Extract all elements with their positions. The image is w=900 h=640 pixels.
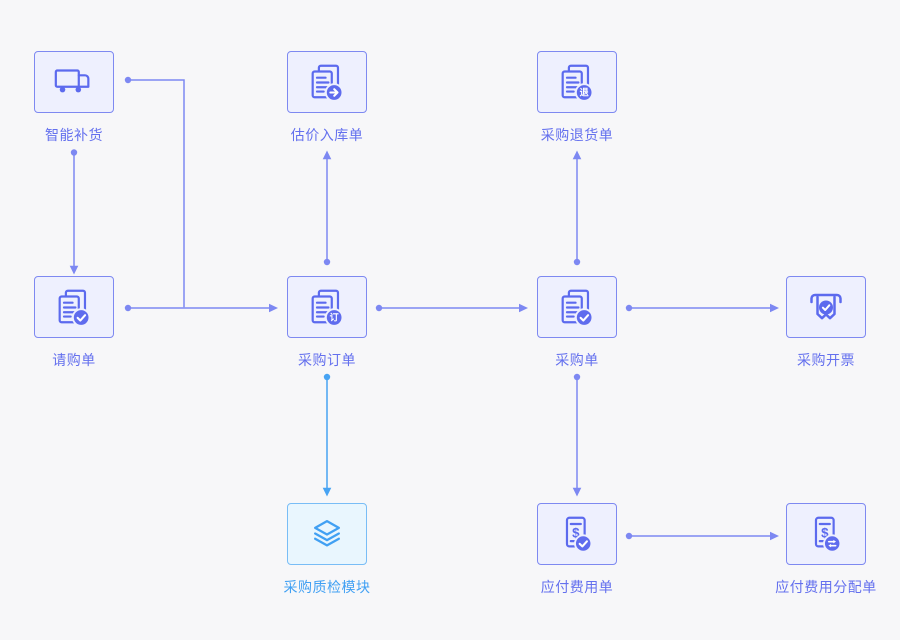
node-qc-module: 采购质检模块 <box>257 503 397 597</box>
payable-expense-card[interactable]: $ <box>537 503 617 565</box>
edge-purchase-to-payable-expense <box>572 373 582 497</box>
purchase-return-card[interactable]: 退 <box>537 51 617 113</box>
node-smart-replenishment: 智能补货 <box>4 51 144 145</box>
bill-check-icon: $ <box>565 516 593 553</box>
node-payable-expense: $ 应付费用单 <box>507 503 647 597</box>
purchase-invoicing-card[interactable] <box>786 276 866 338</box>
edge-purchase-order-to-purchase <box>375 303 528 313</box>
node-estimated-inbound: 估价入库单 <box>257 51 397 145</box>
edge-requisition-to-purchase-order <box>124 303 278 313</box>
node-payable-expense-allocation: $ 应付费用分配单 <box>756 503 896 597</box>
document-return-icon: 退 <box>561 64 594 102</box>
estimated-inbound-card[interactable] <box>287 51 367 113</box>
document-order-icon: 订 <box>311 289 344 327</box>
node-label-purchase-invoicing: 采购开票 <box>797 352 855 368</box>
smart-replenishment-card[interactable] <box>34 51 114 113</box>
node-label-purchase: 采购单 <box>555 352 599 368</box>
edge-payable-expense-to-allocation <box>625 531 779 541</box>
order-badge-text: 订 <box>330 312 339 323</box>
purchase-order-card[interactable]: 订 <box>287 276 367 338</box>
node-label-smart-replenishment: 智能补货 <box>45 127 103 143</box>
node-label-requisition: 请购单 <box>52 352 96 368</box>
edge-purchase-to-purchase-invoicing <box>625 303 779 313</box>
edge-purchase-order-to-estimated-inbound <box>322 150 332 266</box>
requisition-card[interactable] <box>34 276 114 338</box>
invoice-ribbon-check-icon <box>810 293 842 320</box>
bill-swap-icon: $ <box>814 516 842 553</box>
node-label-payable-expense-allocation: 应付费用分配单 <box>775 579 877 595</box>
document-check-icon <box>58 289 91 327</box>
node-purchase-order: 订 采购订单 <box>257 276 397 370</box>
layers-icon <box>313 520 341 547</box>
document-check-icon <box>561 289 594 327</box>
node-purchase: 采购单 <box>507 276 647 370</box>
node-label-estimated-inbound: 估价入库单 <box>290 127 364 143</box>
currency-glyph: $ <box>821 525 829 540</box>
node-purchase-return: 退 采购退货单 <box>507 51 647 145</box>
payable-expense-allocation-card[interactable]: $ <box>786 503 866 565</box>
qc-module-card[interactable] <box>287 503 367 565</box>
document-arrow-icon <box>311 64 344 102</box>
node-label-payable-expense: 应付费用单 <box>540 579 614 595</box>
node-label-purchase-order: 采购订单 <box>298 352 356 368</box>
edge-purchase-order-to-qc-module <box>322 373 332 497</box>
node-requisition: 请购单 <box>4 276 144 370</box>
node-purchase-invoicing: 采购开票 <box>756 276 896 370</box>
node-label-qc-module: 采购质检模块 <box>283 579 371 595</box>
truck-icon <box>54 69 90 93</box>
edge-purchase-to-purchase-return <box>572 150 582 266</box>
edge-smart-replenishment-to-requisition <box>69 149 79 275</box>
edge-smart-replenishment-to-purchase-order <box>124 76 185 308</box>
return-badge-text: 退 <box>580 88 590 98</box>
node-label-purchase-return: 采购退货单 <box>540 127 614 143</box>
purchase-card[interactable] <box>537 276 617 338</box>
currency-glyph: $ <box>572 525 580 540</box>
